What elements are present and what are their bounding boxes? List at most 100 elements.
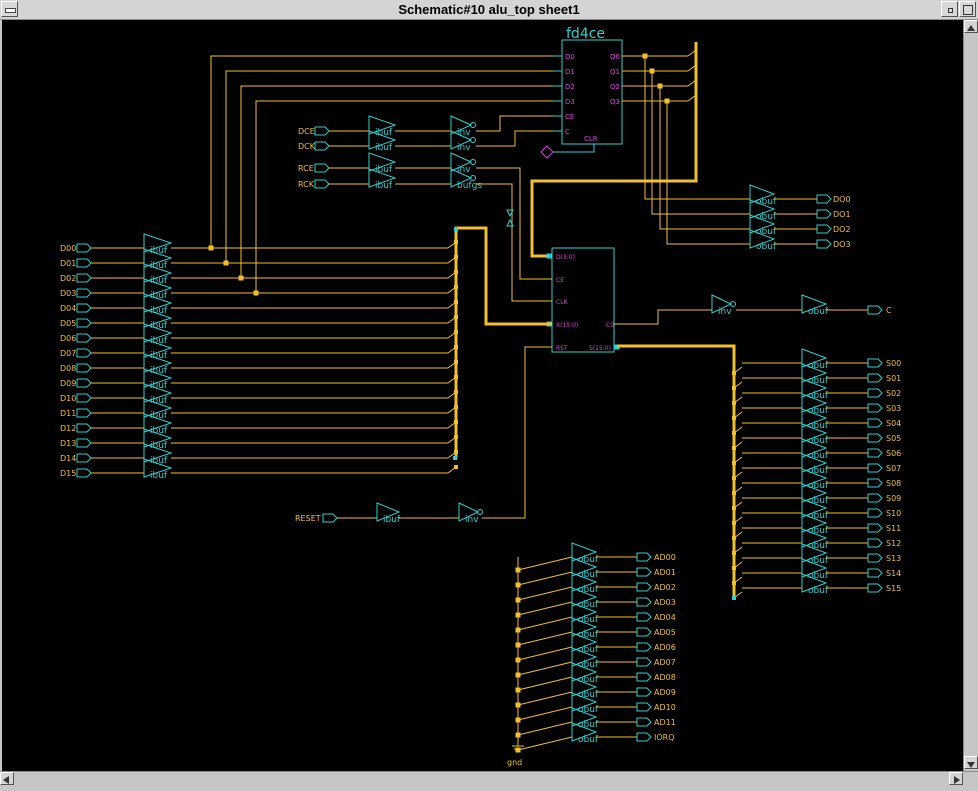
buffer-label: obuf <box>578 570 599 580</box>
ff-output-pin: Q2 <box>610 83 620 91</box>
buffer-label: obuf <box>756 227 777 237</box>
obuf-symbol <box>801 528 828 548</box>
sum-port-label: S11 <box>886 524 901 533</box>
bus-entry <box>733 366 743 374</box>
ibuf-symbol <box>368 168 397 188</box>
sum-port <box>867 538 883 548</box>
minimize-icon <box>948 8 953 13</box>
ibuf-symbol <box>143 428 173 448</box>
ce-wire <box>476 115 553 132</box>
obuf-symbol <box>801 558 828 578</box>
inverter-bubble <box>470 137 476 143</box>
scroll-up-button[interactable] <box>964 20 978 33</box>
maximize-button[interactable] <box>959 1 976 17</box>
buffer-label: obuf <box>808 556 829 566</box>
buffer-label: ibuf <box>375 128 393 138</box>
ibuf-symbol <box>143 383 173 403</box>
window-menu-button[interactable] <box>1 1 18 17</box>
sum-port <box>867 358 883 368</box>
addr-wire <box>517 601 573 616</box>
dout-port <box>816 239 832 249</box>
q-to-obuf-wire <box>659 86 750 230</box>
buffer-label: ibuf <box>150 291 168 301</box>
title-bar[interactable]: Schematic#10 alu_top sheet1 <box>0 0 978 20</box>
sum-port-label: S01 <box>886 374 901 383</box>
scroll-left-button[interactable] <box>0 772 14 785</box>
obuf-symbol <box>801 393 828 413</box>
sum-port <box>867 388 883 398</box>
dout-port-label: DO2 <box>833 225 851 234</box>
sum-port <box>867 583 883 593</box>
obuf-symbol <box>801 408 828 428</box>
ibuf-symbol <box>368 130 397 150</box>
buffer-label: obuf <box>578 645 599 655</box>
data-in-port <box>76 438 92 448</box>
probe-arrow <box>506 209 514 218</box>
data-in-port-label: D12 <box>60 424 76 433</box>
data-in-port-label: D07 <box>60 349 76 358</box>
addr-port <box>636 672 652 682</box>
buffer-label: obuf <box>808 496 829 506</box>
junction-dot <box>454 465 458 469</box>
sum-port <box>867 508 883 518</box>
scroll-down-button[interactable] <box>964 756 978 769</box>
obuf-symbol <box>801 423 828 443</box>
sum-port <box>867 373 883 383</box>
data-in-port <box>76 333 92 343</box>
buffer-label: obuf <box>756 242 777 252</box>
data-in-port <box>76 393 92 403</box>
addr-port <box>636 657 652 667</box>
ibuf-symbol <box>143 353 173 373</box>
sum-port-label: S12 <box>886 539 901 548</box>
ff-input-pin: CE <box>565 113 574 121</box>
buffer-label: ibuf <box>375 143 393 153</box>
sum-port-label: S05 <box>886 434 901 443</box>
buffer-label: ibuf <box>150 276 168 286</box>
addr-port-label: AD08 <box>654 673 676 682</box>
vertical-scrollbar[interactable] <box>963 20 978 771</box>
addr-port <box>636 702 652 712</box>
sum-port-label: S14 <box>886 569 901 578</box>
obuf-symbol <box>571 632 598 652</box>
addr-wire <box>517 706 573 721</box>
alu-output-pin: S(15:0) <box>589 345 611 352</box>
addr-wire <box>517 676 573 691</box>
reset-wire <box>482 346 552 519</box>
addr-wire <box>517 571 573 586</box>
obuf-symbol <box>801 378 828 398</box>
obuf-symbol <box>571 662 598 682</box>
data-in-port-label: D10 <box>60 394 76 403</box>
buffer-label: obuf <box>808 541 829 551</box>
buffer-label: ibuf <box>150 351 168 361</box>
schematic-drawing[interactable]: fd4ceD0D1D2D3CECQ0Q1Q2Q3CLRD(3:0)CECLKX(… <box>2 20 963 771</box>
bus-entry <box>733 471 743 479</box>
ibuf-symbol <box>143 308 173 328</box>
inv-symbol <box>450 130 473 150</box>
addr-port-label: AD04 <box>654 613 676 622</box>
d-bus <box>530 42 698 258</box>
scroll-right-button[interactable] <box>949 772 963 785</box>
buffer-label: obuf <box>578 735 599 745</box>
data-in-port <box>76 423 92 433</box>
buffer-label: obuf <box>808 571 829 581</box>
buffer-label: obuf <box>808 586 829 596</box>
addr-wire <box>517 646 573 661</box>
horizontal-scrollbar[interactable] <box>0 771 978 786</box>
d-input-wire <box>210 55 553 248</box>
obuf-symbol <box>749 229 776 249</box>
addr-port <box>636 612 652 622</box>
data-in-port <box>76 408 92 418</box>
bus-entry <box>733 546 743 554</box>
d-input-wire <box>240 85 553 278</box>
buffer-label: inv <box>457 143 471 153</box>
buffer-label: obuf <box>808 421 829 431</box>
clr-wire <box>553 144 595 153</box>
arrow-right-icon <box>954 776 960 784</box>
dout-port-label: DO3 <box>833 240 851 249</box>
window-title: Schematic#10 alu_top sheet1 <box>398 2 580 17</box>
buffer-label: ibuf <box>150 411 168 421</box>
data-in-port <box>76 348 92 358</box>
dout-port-label: DO0 <box>833 195 851 204</box>
minimize-button[interactable] <box>941 1 958 17</box>
